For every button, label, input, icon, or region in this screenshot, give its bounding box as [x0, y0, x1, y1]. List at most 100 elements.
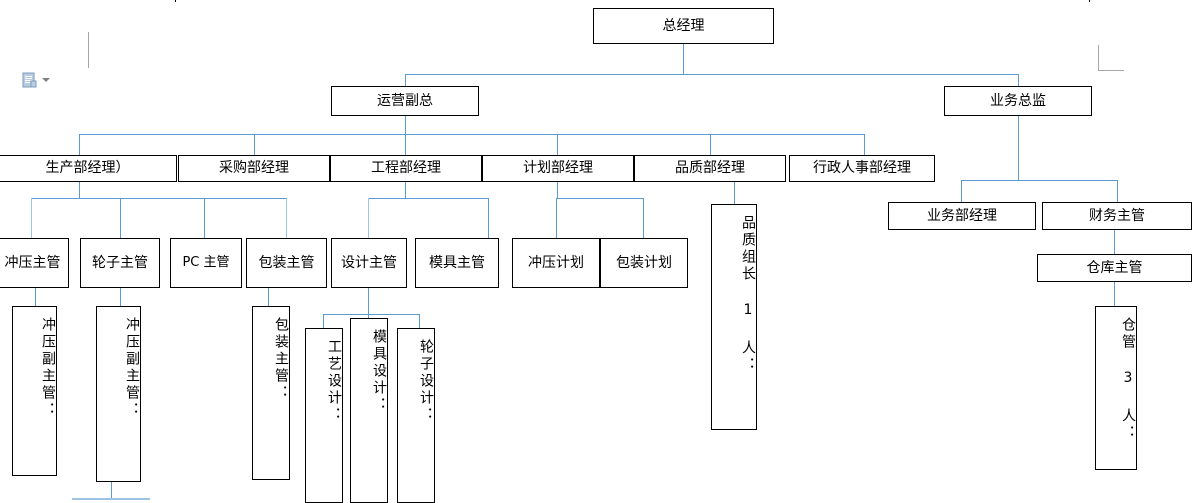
- connector-quality-down: [734, 182, 735, 204]
- connector-design-process-drop: [323, 314, 324, 328]
- connector-sup-mold-drop: [488, 198, 489, 238]
- node-biz-manager[interactable]: 业务部经理: [888, 202, 1036, 230]
- paste-options-smart-tag[interactable]: [22, 72, 50, 88]
- node-deputy-stamping-1-label: 冲压副主管：: [40, 317, 56, 419]
- connector-ceo-bus: [405, 74, 1018, 75]
- node-ops-vp-label: 运营副总: [377, 92, 433, 109]
- node-warehouse-sup[interactable]: 仓库主管: [1037, 254, 1192, 282]
- connector-plan-packaging-drop: [643, 198, 644, 238]
- connector-biz-bus: [961, 180, 1118, 181]
- connector-dept-planning-drop: [557, 134, 558, 155]
- node-plan-packaging[interactable]: 包装计划: [600, 238, 688, 288]
- node-sup-packaging[interactable]: 包装主管: [246, 238, 327, 288]
- connector-dept-production-drop: [79, 134, 80, 155]
- node-sup-design[interactable]: 设计主管: [331, 238, 407, 288]
- connector-finance-sup-drop: [1117, 180, 1118, 202]
- connector-biz-director-down: [1018, 116, 1019, 180]
- connector-planning-bus: [556, 198, 644, 199]
- node-warehouse-sup-label: 仓库主管: [1086, 259, 1143, 276]
- node-sup-pc[interactable]: PC 主管: [170, 238, 242, 288]
- node-deputy-stamping-2-label: 冲压副主管：: [124, 317, 140, 419]
- node-deputy-stamping-1[interactable]: 冲压副主管：: [12, 306, 57, 476]
- connector-design-wheel-drop: [419, 314, 420, 328]
- node-packaging-lead-label: 包装主管：: [273, 317, 289, 402]
- node-sup-pc-label: PC 主管: [182, 254, 230, 270]
- connector-production-down: [79, 182, 80, 198]
- connector-ops-vp-down: [405, 116, 406, 134]
- node-sup-mold-label: 模具主管: [429, 254, 485, 271]
- node-design-wheel-label: 轮子设计：: [418, 339, 434, 424]
- connector-warehouse-down: [1114, 282, 1115, 306]
- node-ceo[interactable]: 总经理: [593, 8, 774, 44]
- connector-dept-hr-drop: [864, 134, 865, 155]
- node-design-process-label: 工艺设计：: [326, 339, 342, 424]
- node-dept-production-label: 生产部经理）: [45, 160, 130, 177]
- node-biz-director[interactable]: 业务总监: [944, 86, 1092, 116]
- node-sup-wheel[interactable]: 轮子主管: [80, 238, 160, 288]
- node-sup-wheel-label: 轮子主管: [92, 254, 148, 271]
- node-dept-production[interactable]: 生产部经理）: [0, 155, 177, 182]
- node-dept-hr-admin[interactable]: 行政人事部经理: [789, 155, 935, 182]
- node-design-mold[interactable]: 模具设计：: [350, 318, 388, 503]
- connector-planning-down: [557, 182, 558, 198]
- node-biz-manager-label: 业务部经理: [927, 207, 997, 224]
- node-dept-planning[interactable]: 计划部经理: [482, 155, 634, 182]
- connector-plan-stamping-drop: [556, 198, 557, 238]
- connector-biz-manager-drop: [961, 180, 962, 202]
- connector-sup-wheel-drop: [120, 198, 121, 238]
- connector-dept-quality-drop: [710, 134, 711, 155]
- node-dept-quality-label: 品质部经理: [675, 160, 745, 177]
- connector-engineering-bus: [368, 198, 488, 199]
- node-finance-sup-label: 财务主管: [1089, 207, 1145, 224]
- node-dept-purchasing[interactable]: 采购部经理: [178, 155, 330, 182]
- node-plan-stamping-label: 冲压计划: [528, 254, 584, 271]
- connector-deputy-stamping-2: [120, 288, 121, 306]
- node-biz-director-label: 业务总监: [990, 92, 1046, 109]
- node-sup-stamping[interactable]: 冲压主管: [0, 238, 69, 288]
- chevron-down-icon[interactable]: [42, 78, 50, 82]
- connector-design-down: [368, 288, 369, 314]
- paste-document-icon[interactable]: [22, 72, 38, 88]
- node-design-wheel[interactable]: 轮子设计：: [397, 328, 435, 503]
- node-plan-packaging-label: 包装计划: [616, 254, 672, 271]
- margin-mark-top-left: [88, 32, 89, 68]
- connector-bottom-bus: [72, 498, 150, 500]
- node-sup-design-label: 设计主管: [341, 254, 397, 271]
- node-sup-stamping-label: 冲压主管: [4, 254, 61, 271]
- node-ops-vp[interactable]: 运营副总: [331, 86, 479, 116]
- node-plan-stamping[interactable]: 冲压计划: [512, 238, 600, 288]
- node-dept-hr-admin-label: 行政人事部经理: [813, 160, 911, 177]
- node-warehouse-staff[interactable]: 仓管 3 人：: [1095, 306, 1137, 470]
- connector-sup-packaging-drop: [286, 198, 287, 238]
- margin-mark-top-right: [1098, 45, 1099, 71]
- node-dept-quality[interactable]: 品质部经理: [634, 155, 786, 182]
- node-quality-leader-label: 品质组长 1 人：: [740, 215, 756, 374]
- node-sup-packaging-label: 包装主管: [258, 254, 315, 271]
- connector-dept-engineering-drop: [405, 134, 406, 155]
- connector-dept-bus: [79, 134, 865, 135]
- node-warehouse-staff-label: 仓管 3 人：: [1120, 317, 1136, 442]
- connector-design-bus: [323, 314, 420, 315]
- connector-sup-design-drop: [368, 198, 369, 238]
- connector-sup-pc-drop: [204, 198, 205, 238]
- node-dept-engineering-label: 工程部经理: [371, 160, 441, 177]
- node-design-process[interactable]: 工艺设计：: [305, 328, 343, 503]
- node-dept-purchasing-label: 采购部经理: [219, 160, 289, 177]
- connector-sup-stamping-drop: [31, 198, 32, 238]
- node-quality-leader[interactable]: 品质组长 1 人：: [711, 204, 757, 430]
- node-ceo-label: 总经理: [662, 17, 705, 34]
- node-finance-sup[interactable]: 财务主管: [1042, 202, 1192, 230]
- connector-design-mold-drop: [368, 314, 369, 318]
- connector-engineering-down: [405, 182, 406, 198]
- margin-mark-top-right-h: [1098, 70, 1124, 71]
- node-dept-planning-label: 计划部经理: [523, 160, 593, 177]
- connector-dept-purchasing-drop: [254, 134, 255, 155]
- connector-bottom-continuation: [111, 482, 112, 499]
- connector-deputy-stamping-1: [35, 288, 36, 306]
- connector-packaging-lead: [268, 288, 269, 306]
- node-deputy-stamping-2[interactable]: 冲压副主管：: [96, 306, 141, 482]
- node-packaging-lead[interactable]: 包装主管：: [252, 306, 290, 480]
- node-dept-engineering[interactable]: 工程部经理: [330, 155, 482, 182]
- node-sup-mold[interactable]: 模具主管: [415, 238, 499, 288]
